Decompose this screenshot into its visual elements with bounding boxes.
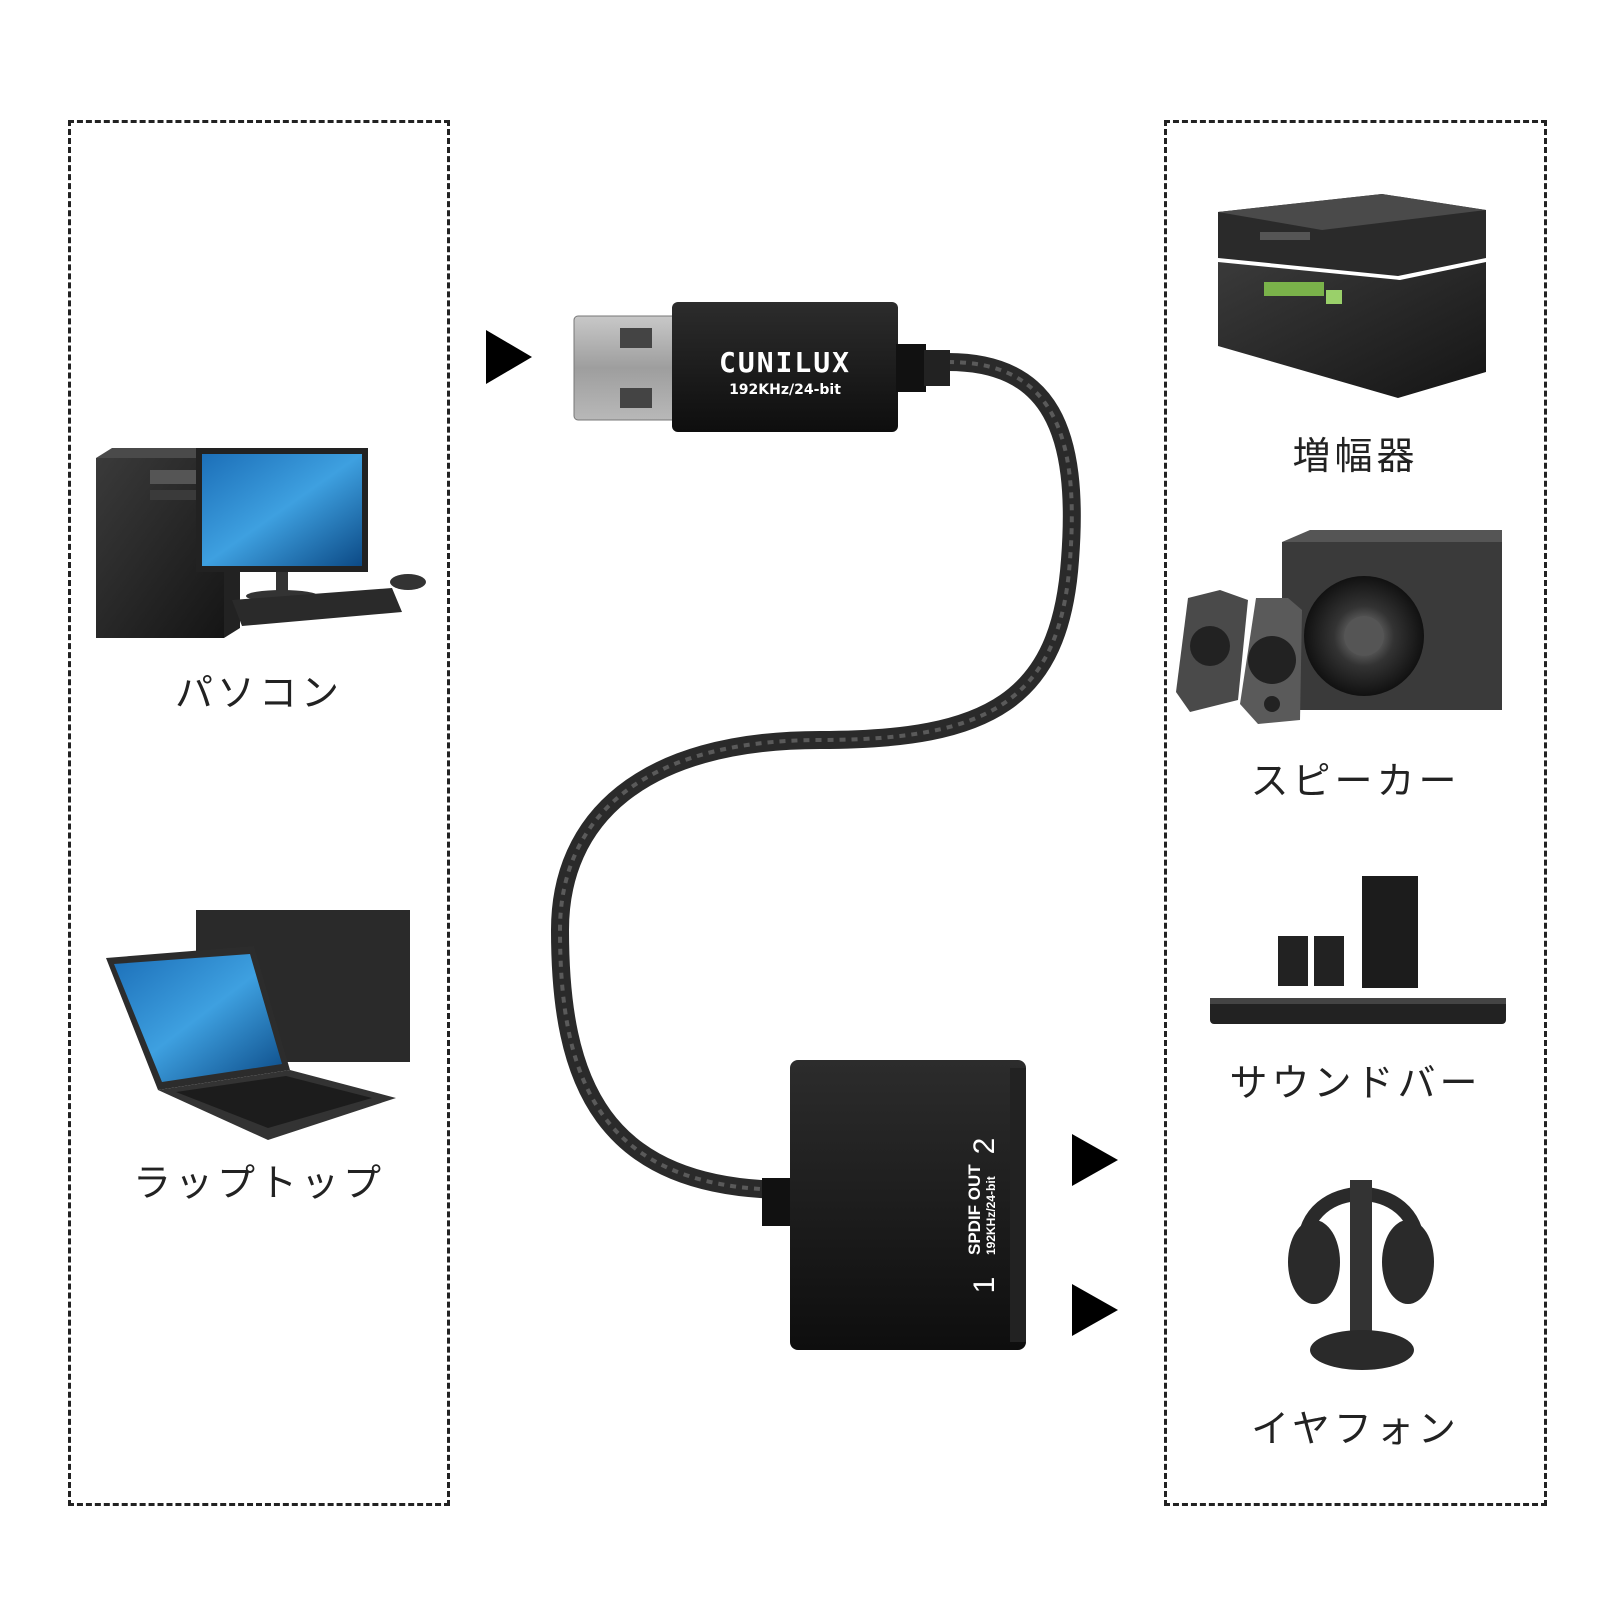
output-label-speaker: スピーカー — [1250, 759, 1461, 803]
source-devices-panel — [68, 120, 450, 1506]
headphones-icon — [1288, 1180, 1434, 1370]
output-devices-panel — [1164, 120, 1547, 1506]
output-label-soundbar: サウンドバー — [1229, 1061, 1482, 1105]
spdif-label-text: SPDIF OUT — [965, 1164, 984, 1255]
laptop-icon — [106, 910, 410, 1140]
amplifier-icon — [1218, 194, 1486, 398]
usb-connector: CUNILUX 192KHz/24-bit — [573, 302, 950, 432]
output-label-headphones: イヤフォン — [1251, 1407, 1460, 1451]
spdif-adapter: SPDIF OUT 192KHz/24-bit 2 1 — [762, 1060, 1026, 1350]
port-1-label: 1 — [968, 1277, 1001, 1294]
port-2-label: 2 — [968, 1138, 1001, 1155]
output-label-amplifier: 増幅器 — [1292, 434, 1419, 478]
soundbar-icon — [1210, 876, 1506, 1024]
source-label-laptop: ラップトップ — [132, 1161, 385, 1205]
source-label-pc: パソコン — [174, 671, 343, 715]
output-arrow-1-icon — [1072, 1284, 1118, 1336]
input-arrow-icon — [486, 330, 532, 384]
output-arrow-2-icon — [1072, 1134, 1118, 1186]
usb-spec-text: 192KHz/24-bit — [729, 382, 841, 398]
speaker-icon — [1176, 530, 1502, 724]
brand-logo-text: CUNILUX — [719, 346, 851, 379]
spdif-spec-text: 192KHz/24-bit — [984, 1176, 998, 1255]
desktop-pc-icon — [96, 448, 426, 638]
